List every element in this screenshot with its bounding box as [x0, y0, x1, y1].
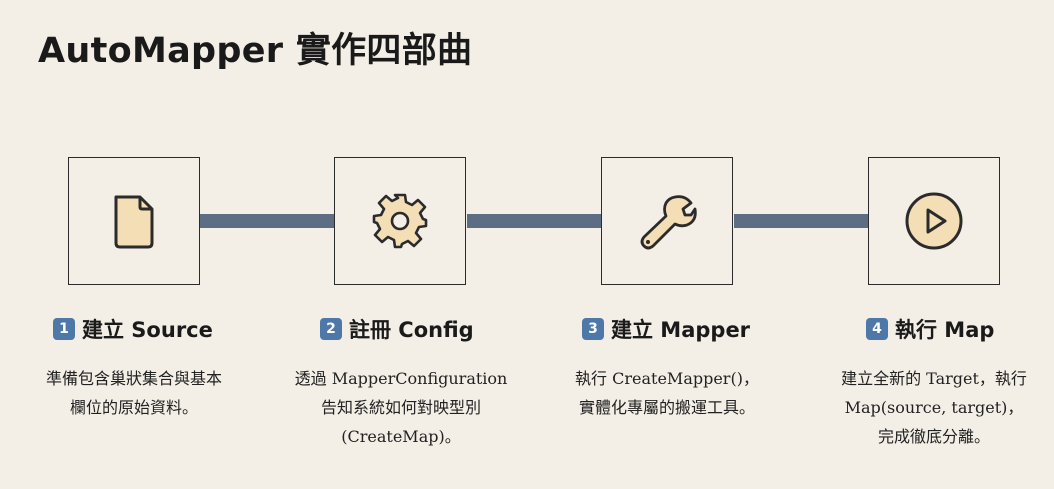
connector-line	[200, 214, 334, 228]
document-icon	[114, 195, 154, 249]
step-4-description: 建立全新的 Target，執行 Map(source, target)， 完成徹…	[809, 364, 1054, 451]
description-line: 實體化專屬的搬運工具。	[578, 398, 755, 417]
step-3-label: 3 建立 Mapper	[582, 314, 750, 344]
description-line: 完成徹底分離。	[877, 427, 990, 446]
page-title: AutoMapper 實作四部曲	[38, 31, 473, 71]
gear-icon	[372, 193, 428, 249]
description-line: 告知系統如何對映型別	[320, 398, 481, 417]
step-4-badge: 4	[866, 318, 888, 340]
step-4-title: 執行 Map	[895, 318, 995, 342]
step-1-label: 1 建立 Source	[53, 314, 213, 344]
connector-line	[467, 214, 601, 228]
step-2-box	[334, 157, 466, 285]
connector-line	[734, 214, 868, 228]
description-line: 準備包含巢狀集合與基本	[45, 369, 222, 388]
step-2-label: 2 註冊 Config	[320, 314, 474, 344]
description-line: Map(source, target)，	[844, 398, 1024, 417]
step-2-description: 透過 MapperConfiguration 告知系統如何對映型別 (Creat…	[276, 364, 526, 451]
wrench-icon	[640, 195, 697, 250]
description-line: 執行 CreateMapper()，	[575, 369, 759, 388]
step-4-label: 4 執行 Map	[866, 314, 994, 344]
step-1-description: 準備包含巢狀集合與基本 欄位的原始資料。	[9, 364, 259, 422]
description-line: (CreateMap)。	[341, 427, 461, 446]
step-2-badge: 2	[320, 318, 342, 340]
step-4-box	[868, 157, 1000, 285]
step-2-title: 註冊 Config	[349, 318, 474, 342]
play-icon	[905, 192, 963, 250]
step-1-box	[68, 157, 200, 285]
step-3-box	[601, 157, 733, 285]
step-3-badge: 3	[582, 318, 604, 340]
step-3-title: 建立 Mapper	[611, 318, 751, 342]
step-3-description: 執行 CreateMapper()， 實體化專屬的搬運工具。	[542, 364, 792, 422]
step-1-title: 建立 Source	[82, 318, 213, 342]
description-line: 建立全新的 Target，執行	[841, 369, 1027, 388]
step-1-badge: 1	[53, 318, 75, 340]
description-line: 欄位的原始資料。	[69, 398, 198, 417]
description-line: 透過 MapperConfiguration	[294, 369, 508, 388]
